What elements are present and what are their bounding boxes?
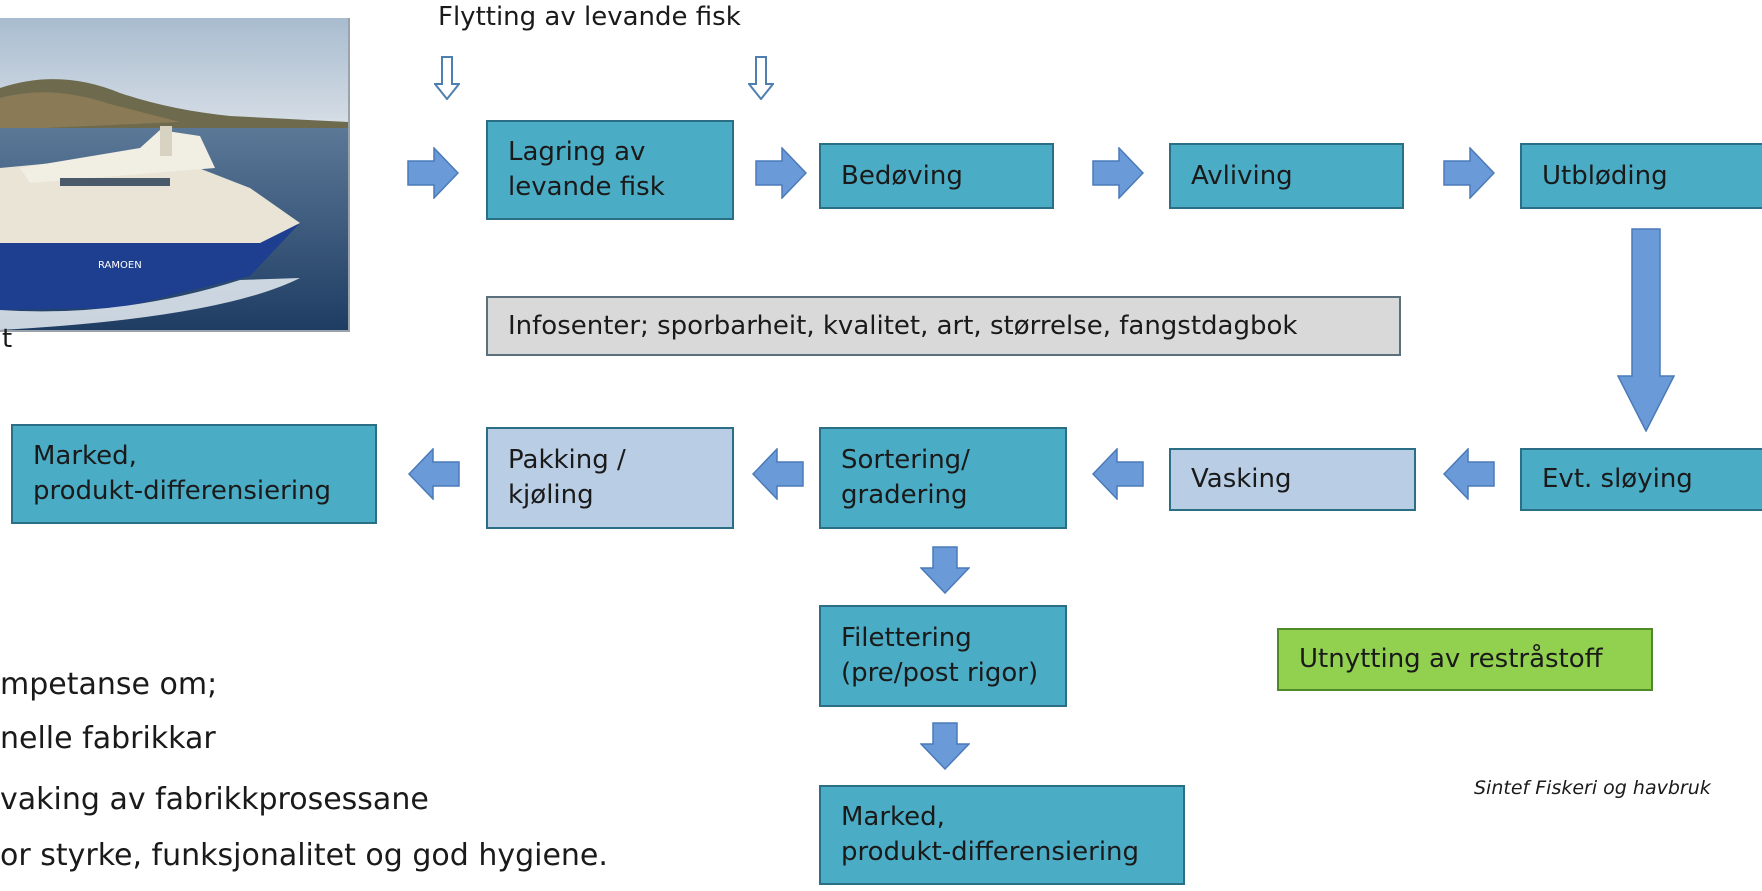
box-sortering-line-1: Sortering/	[841, 445, 970, 475]
box-marked-left-line-1: Marked,	[33, 441, 137, 471]
box-marked-bottom-line-1: Marked,	[841, 802, 945, 832]
hull-name: RAMOEN	[98, 260, 142, 271]
box-infosenter-label: Infosenter; sporbarheit, kvalitet, art, …	[508, 310, 1298, 341]
box-pakking-line-1: Pakking /	[508, 445, 626, 475]
vessel-photo: RAMOEN	[0, 18, 350, 332]
box-lagring-line-1: Lagring av	[508, 137, 646, 167]
box-bedoving: Bedøving	[819, 143, 1054, 209]
arrow-left-to-sortering	[1092, 448, 1144, 500]
arrow-down-input-2	[748, 56, 774, 100]
box-sloying: Evt. sløying	[1520, 448, 1762, 511]
arrow-down-input-1	[434, 56, 460, 100]
bullet-line-4: or styrke, funksjonalitet og god hygiene…	[0, 838, 608, 873]
arrow-left-to-marked	[408, 448, 460, 500]
arrow-down-to-filettering	[920, 546, 970, 594]
vessel-illustration: RAMOEN	[0, 18, 348, 330]
bullet-line-3: vaking av fabrikkprosessane	[0, 782, 429, 817]
box-vasking-label: Vasking	[1191, 464, 1292, 494]
bullet-line-2: nelle fabrikkar	[0, 721, 216, 756]
box-sortering-line-2: gradering	[841, 480, 968, 510]
arrow-left-to-pakking	[752, 448, 804, 500]
box-marked-left-line-2: produkt-differensiering	[33, 476, 332, 506]
credit-text: Sintef Fiskeri og havbruk	[1474, 777, 1711, 799]
box-utbloding: Utbløding	[1520, 143, 1762, 209]
box-marked-bottom-line-2: produkt-differensiering	[841, 837, 1140, 867]
bullet-line-1: mpetanse om;	[0, 667, 218, 702]
box-vasking: Vasking	[1169, 448, 1416, 511]
box-sortering: Sortering/ gradering	[819, 427, 1067, 529]
box-utnytting: Utnytting av restråstoff	[1277, 628, 1653, 691]
box-lagring: Lagring av levande fisk	[486, 120, 734, 220]
left-fragment: t	[2, 324, 13, 354]
box-lagring-line-2: levande fisk	[508, 172, 665, 202]
box-marked-left: Marked, produkt-differensiering	[11, 424, 377, 524]
box-avliving: Avliving	[1169, 143, 1404, 209]
box-filettering-line-2: (pre/post rigor)	[841, 658, 1039, 688]
box-utbloding-label: Utbløding	[1542, 160, 1668, 191]
box-filettering: Filettering (pre/post rigor)	[819, 605, 1067, 707]
box-avliving-label: Avliving	[1191, 160, 1293, 191]
box-infosenter: Infosenter; sporbarheit, kvalitet, art, …	[486, 296, 1401, 356]
box-utnytting-label: Utnytting av restråstoff	[1299, 644, 1603, 674]
arrow-down-to-sloying	[1617, 228, 1675, 432]
box-sloying-label: Evt. sløying	[1542, 464, 1693, 494]
arrow-down-to-marked-bottom	[920, 722, 970, 770]
arrow-right-to-bedoving	[755, 147, 807, 199]
box-filettering-line-1: Filettering	[841, 623, 972, 653]
arrow-right-into-lagring	[407, 147, 459, 199]
box-bedoving-label: Bedøving	[841, 160, 963, 191]
box-pakking-line-2: kjøling	[508, 480, 594, 510]
arrow-right-to-utbloding	[1443, 147, 1495, 199]
arrow-left-to-vasking	[1443, 448, 1495, 500]
arrow-right-to-avliving	[1092, 147, 1144, 199]
box-marked-bottom: Marked, produkt-differensiering	[819, 785, 1185, 885]
box-pakking: Pakking / kjøling	[486, 427, 734, 529]
header-text: Flytting av levande fisk	[438, 2, 741, 32]
